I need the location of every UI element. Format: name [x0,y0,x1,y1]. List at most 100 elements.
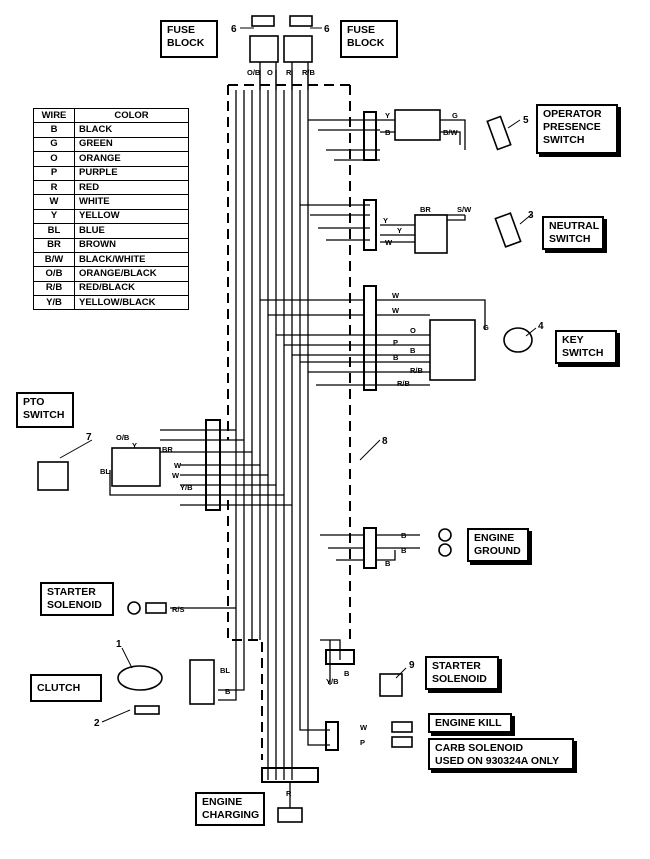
engine-charging-connector [277,807,303,823]
legend-code: W [33,194,75,210]
charging-clamp [261,767,319,783]
fuse-right-cap [289,15,313,27]
fuse-block-right-body [283,35,313,63]
engine-kill-label: ENGINE KILL [428,713,512,733]
pto-switch-body [37,461,69,491]
legend-code: BR [33,237,75,253]
key-harness-clamp [363,285,377,391]
callout-2: 2 [94,718,100,729]
ops-harness-clamp [363,111,377,161]
wire-label-fuse-rb: R/B [302,68,316,77]
legend-code: Y/B [33,295,75,311]
legend-code: B/W [33,251,75,268]
engine-kill-plug [391,721,413,733]
fuse-left-cap [251,15,275,27]
legend-code: B [33,122,75,138]
operator-presence-switch-label: OPERATOR PRESENCE SWITCH [536,104,618,154]
legend-code: G [33,136,75,153]
wire-label-ops-y: Y [385,111,390,120]
wire-label-clutch-bl: BL [220,666,230,675]
neutral-connector [414,214,448,254]
wire-label-fuse-o: O [267,68,273,77]
wire-label-key-p: P [393,338,398,347]
engine-kill-clamp [325,721,339,751]
wire-label-key-rb2: R/B [397,379,411,388]
neutral-harness-clamp [363,199,377,251]
legend-color: BLACK/WHITE [74,251,189,268]
wire-label-neu-br: BR [420,205,431,214]
wire-label-key-w1: W [392,291,400,300]
wire-label-pto-br: BR [162,445,173,454]
legend-color: BLACK [74,122,189,138]
carb-plug [391,736,413,748]
legend-code: R/B [33,280,75,297]
ground-branch [320,534,420,561]
wire-label-gnd-b2: B [401,546,407,555]
legend-color: BLUE [74,223,189,239]
wire-label-clutch-b: B [225,687,231,696]
engine-charging-label: ENGINE CHARGING [195,792,265,826]
wire-label-neu-sw: S/W [457,205,472,214]
wire-label-chg-r: R [286,789,292,798]
wire-label-key-b1: B [410,346,416,355]
pto-connector [111,447,161,487]
callout-1: 1 [116,639,122,650]
clutch-connector [189,659,215,705]
neutral-switch-body [494,212,522,248]
engine-ground-label: ENGINE GROUND [467,528,529,562]
wire-label-fuse-ob: O/B [247,68,261,77]
wire-label-pto-yb: Y/B [180,483,193,492]
wire-label-ops-g: G [452,111,458,120]
leaders [59,27,537,723]
legend-header-color: COLOR [74,107,189,124]
starter-solenoid-body [379,673,403,697]
wire-label-b-sol: B [344,669,350,678]
legend-color: ORANGE [74,151,189,167]
legend-color: GREEN [74,136,189,153]
legend-code: R [33,179,75,196]
legend-code: BL [33,223,75,239]
callout-5: 5 [523,115,529,126]
legend-code: O/B [33,266,75,282]
legend-color: PURPLE [74,165,189,181]
starter-solenoid-left-label: STARTER SOLENOID [40,582,114,616]
callout-6b: 6 [324,24,330,35]
wire-label-pto-y: Y [132,441,137,450]
legend-header-row: WIRE COLOR [33,107,189,124]
legend-color: ORANGE/BLACK [74,266,189,282]
connectors [37,15,533,823]
legend-code: O [33,151,75,167]
neutral-switch-label: NEUTRAL SWITCH [542,216,604,250]
fuse-block-left-body [249,35,279,63]
wire-label-key-b2: B [393,353,399,362]
clutch-label: CLUTCH [30,674,102,702]
callout-3: 3 [528,210,534,221]
ground-harness-clamp [363,527,377,569]
wire-label-neu-y1: Y [383,216,388,225]
wire-label-key-g: G [483,323,489,332]
wire-label-starter-rb: R/S [172,605,185,614]
callout-9: 9 [409,660,415,671]
fuse-block-right-label: FUSE BLOCK [340,20,398,58]
ops-switch-body [486,115,512,151]
ops-connector [394,109,441,141]
wire-label-gnd-b1: B [401,531,407,540]
key-switch-label: KEY SWITCH [555,330,617,364]
pto-switch-label: PTO SWITCH [16,392,74,428]
wire-label-pto-bl: BL [100,467,110,476]
wire-labels: O/B O R R/B Y B G B/W Y Y W BR S/W W W O… [100,68,489,798]
wire-label-key-rb1: R/B [410,366,424,375]
clutch-diode [134,705,160,715]
ground-ring-1 [438,528,452,542]
